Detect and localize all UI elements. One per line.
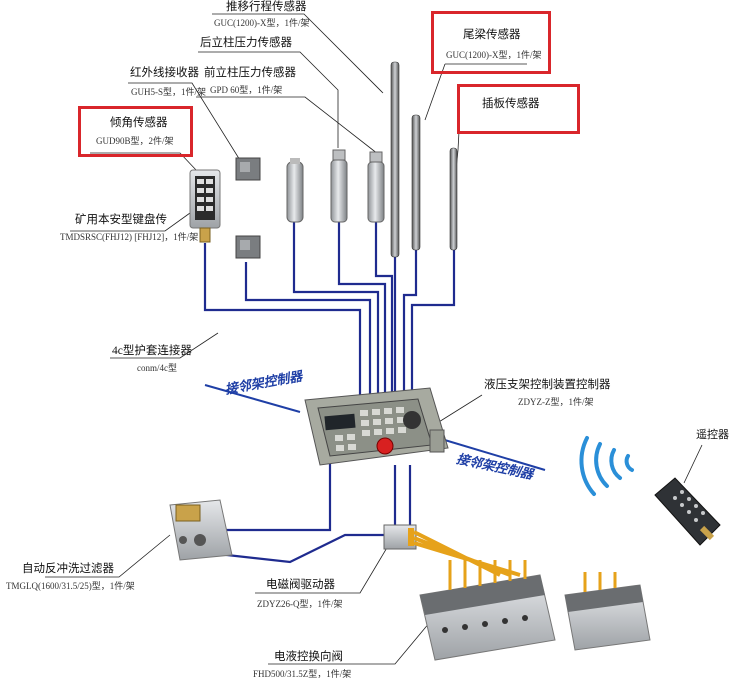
remote-name: 遥控器 bbox=[696, 429, 729, 441]
filter-device bbox=[169, 499, 233, 561]
front-column-sensor-device bbox=[286, 158, 304, 223]
advance-sensor-name: 推移行程传感器 bbox=[226, 1, 307, 13]
keyboard-name: 矿用本安型键盘传 bbox=[75, 214, 167, 226]
keyboard-device bbox=[189, 169, 221, 243]
filter-spec: TMGLQ(1600/31.5/25)型，1件/架 bbox=[6, 581, 135, 591]
advance-sensor-device bbox=[390, 61, 400, 258]
advance-sensor-spec: GUC(1200)-X型，1件/架 bbox=[214, 18, 310, 28]
connector-spec: conm/4c型 bbox=[137, 363, 177, 373]
leader-lines bbox=[45, 13, 703, 665]
ir-receiver-spec: GUH5-S型，1件/架 bbox=[131, 87, 207, 97]
ir-receiver-device bbox=[235, 157, 261, 259]
filter-name: 自动反冲洗过滤器 bbox=[22, 563, 114, 575]
wireless-signal-icon bbox=[579, 436, 634, 496]
tilt-sensor-spec: GUD90B型，2件/架 bbox=[96, 136, 174, 146]
highlight-plate-sensor bbox=[457, 84, 580, 134]
rear-column-sensor-name: 后立柱压力传感器 bbox=[200, 37, 292, 49]
controller-spec: ZDYZ-Z型，1件/架 bbox=[518, 397, 594, 407]
beam-sensor-spec: GUC(1200)-X型，1件/架 bbox=[446, 50, 542, 60]
front-column-sensor-spec: GPD 60型，1件/架 bbox=[210, 85, 283, 95]
controller-name: 液压支架控制装置控制器 bbox=[484, 379, 611, 391]
solenoid-driver-name: 电磁阀驱动器 bbox=[266, 579, 335, 591]
plate-sensor-name: 插板传感器 bbox=[482, 98, 540, 110]
plate-sensor-device-small bbox=[367, 151, 385, 223]
valve-device-small bbox=[564, 572, 651, 651]
valve-spec: FHD500/31.5Z型，1件/架 bbox=[253, 669, 352, 679]
ir-receiver-name: 红外线接收器 bbox=[130, 67, 199, 79]
controller-device bbox=[304, 387, 449, 466]
neighbor-arrows bbox=[204, 384, 546, 471]
solenoid-driver-spec: ZDYZ26-Q型，1件/架 bbox=[257, 599, 343, 609]
rear-column-sensor-device bbox=[330, 149, 348, 223]
highlight-beam-sensor bbox=[431, 11, 551, 74]
remote-device bbox=[654, 477, 721, 546]
front-column-sensor-name: 前立柱压力传感器 bbox=[204, 67, 296, 79]
beam-sensor-name: 尾梁传感器 bbox=[463, 29, 521, 41]
connector-name: 4c型护套连接器 bbox=[112, 345, 192, 357]
keyboard-spec: TMDSRSC(FHJ12) [FHJ12]，1件/架 bbox=[60, 232, 199, 242]
solenoid-driver-device bbox=[383, 524, 521, 577]
cables bbox=[171, 222, 456, 564]
highlight-tilt-sensor bbox=[78, 106, 193, 157]
valve-name: 电液控换向阀 bbox=[274, 651, 343, 663]
beam-sensor-device bbox=[411, 114, 421, 251]
tilt-sensor-name: 倾角传感器 bbox=[110, 117, 168, 129]
valve-device-large bbox=[419, 560, 556, 661]
plate-sensor-device bbox=[449, 147, 458, 251]
